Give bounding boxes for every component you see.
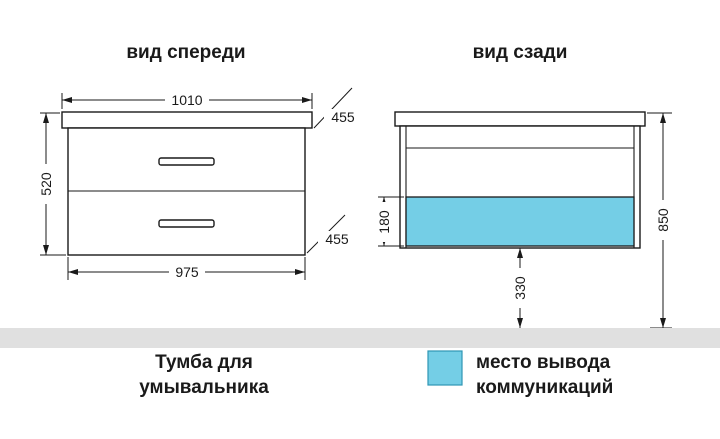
cabinet-caption-line1: Тумба для xyxy=(155,352,253,373)
dim-label-bg xyxy=(38,164,54,204)
front-dim-height-label: 520 xyxy=(38,172,54,196)
front-dim-width-bottom: 975 xyxy=(67,257,306,280)
back-dim-floor-offset: 330 xyxy=(512,248,528,328)
cabinet-caption-line2: умывальника xyxy=(139,377,269,398)
depth-leader-line xyxy=(313,87,353,129)
back-dim-outlet-height-label: 180 xyxy=(376,210,392,234)
dim-label-bg xyxy=(165,92,209,108)
outlet-caption-line1: место вывода xyxy=(476,352,611,373)
dim-label-bg xyxy=(324,109,362,125)
back-countertop xyxy=(394,111,646,127)
back-dim-floor-offset-label: 330 xyxy=(512,276,528,300)
front-dim-depth-bottom: 455 xyxy=(306,214,356,254)
dim-label-bg xyxy=(169,264,205,280)
front-drawer-handle-bottom xyxy=(158,219,215,228)
front-countertop xyxy=(61,111,313,129)
dim-label-bg xyxy=(376,202,392,242)
front-view-title: вид спереди xyxy=(126,42,245,63)
communications-outlet-zone xyxy=(405,196,635,247)
front-dim-width-top: 1010 xyxy=(61,92,313,109)
front-dim-height: 520 xyxy=(38,112,66,256)
front-dim-depth-top: 455 xyxy=(313,87,362,129)
back-dim-outlet-height: 180 xyxy=(376,196,404,247)
outlet-caption-line2: коммуникаций xyxy=(476,377,613,398)
front-drawer-handle-top xyxy=(158,157,215,166)
legend: Тумба для умывальника место вывода комму… xyxy=(139,350,613,398)
legend-outlet-swatch xyxy=(427,350,463,386)
back-dim-total-height: 850 xyxy=(647,112,672,329)
front-dim-top-depth-label: 455 xyxy=(331,109,355,125)
dim-label-bg xyxy=(318,231,356,247)
front-dim-bottom-depth-label: 455 xyxy=(325,231,349,247)
front-view-cabinet xyxy=(61,111,313,256)
front-dim-bottom-width-label: 975 xyxy=(175,264,199,280)
back-dim-total-height-label: 850 xyxy=(655,208,671,232)
dim-label-bg xyxy=(655,200,671,240)
dim-label-bg xyxy=(512,268,528,308)
back-view-title: вид сзади xyxy=(473,42,568,63)
back-view-cabinet xyxy=(394,111,646,249)
front-dim-top-width-label: 1010 xyxy=(171,92,202,108)
floor-band xyxy=(0,328,720,348)
